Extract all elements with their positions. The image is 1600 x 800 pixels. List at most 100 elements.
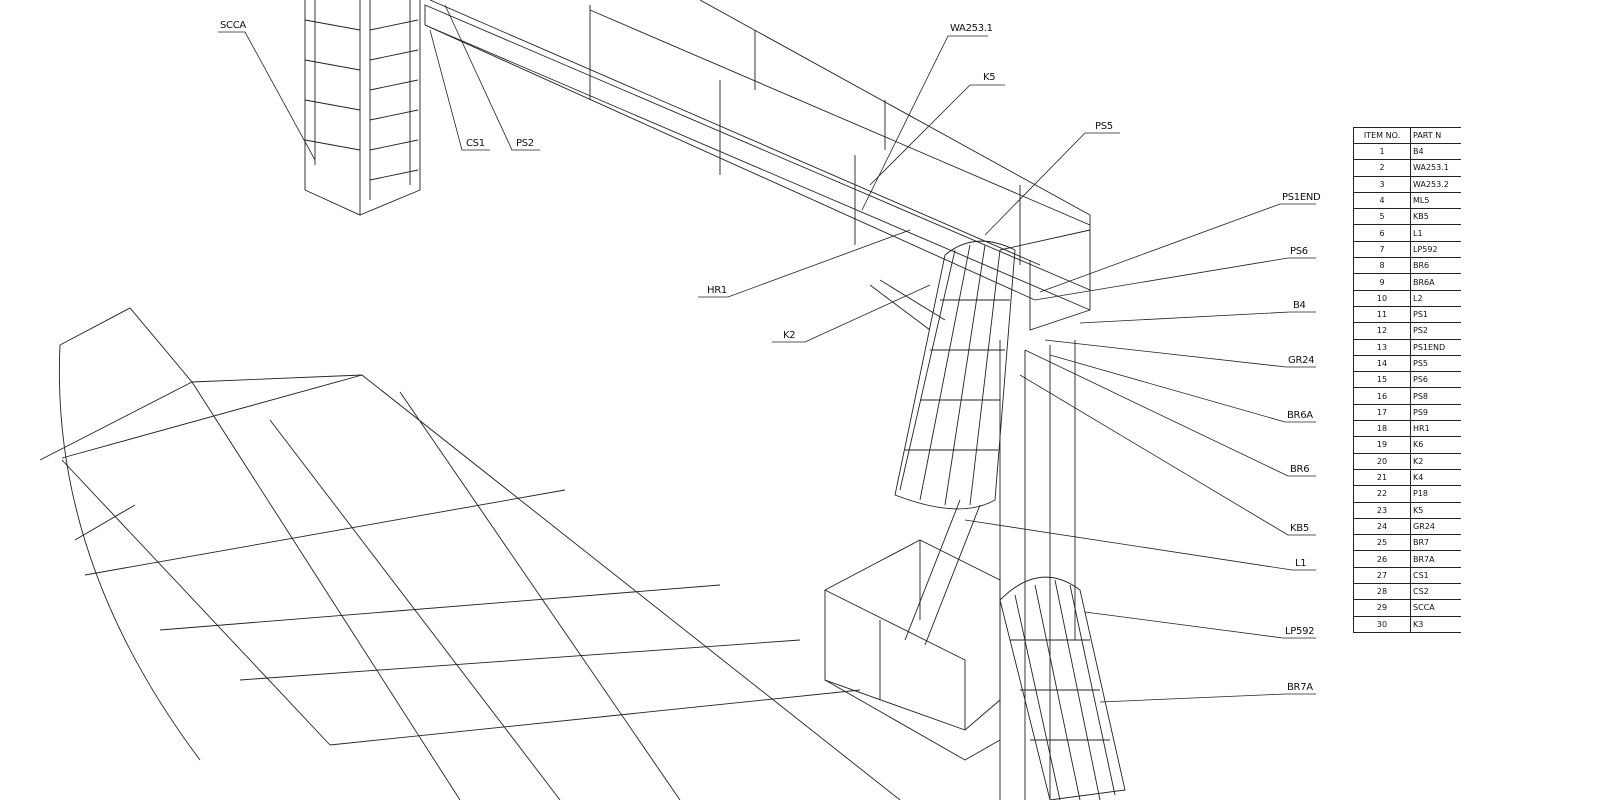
bom-item-no: 20 <box>1353 452 1411 470</box>
callout-b4: B4 <box>1293 300 1306 311</box>
bom-part-no: PS1 <box>1410 305 1466 324</box>
bom-part-no: PS8 <box>1410 387 1466 405</box>
callout-lp592: LP592 <box>1285 626 1315 637</box>
callout-l1: L1 <box>1295 558 1307 569</box>
callout-ps2: PS2 <box>516 138 534 149</box>
bom-item-no: 2 <box>1353 159 1411 177</box>
callout-br7a: BR7A <box>1287 682 1313 693</box>
roof-deck-outline <box>39 307 901 800</box>
callout-ps6: PS6 <box>1290 246 1308 257</box>
sheet-edge-clip <box>1461 120 1600 650</box>
caged-ladder-upper <box>894 240 1016 646</box>
bom-item-no: 21 <box>1353 468 1411 487</box>
bom-part-no: WA253.2 <box>1410 175 1466 193</box>
bom-item-no: 16 <box>1353 387 1411 405</box>
bom-item-no: 15 <box>1353 371 1411 389</box>
bom-item-no: 18 <box>1353 420 1411 438</box>
bom-part-no: BR7A <box>1410 550 1466 568</box>
bom-item-no: 9 <box>1353 273 1411 291</box>
bom-part-no: HR1 <box>1410 420 1466 438</box>
bom-item-no: 23 <box>1353 501 1411 519</box>
bom-part-no: CS1 <box>1410 566 1466 585</box>
callout-k5: K5 <box>983 72 996 83</box>
leader-lines <box>218 4 1316 703</box>
column <box>999 340 1076 800</box>
bom-item-no: 28 <box>1353 583 1411 601</box>
bom-part-no: GR24 <box>1410 517 1466 536</box>
callout-gr24: GR24 <box>1288 355 1315 366</box>
bom-part-no: B4 <box>1410 142 1466 161</box>
bom-item-no: 13 <box>1353 338 1411 356</box>
bom-item-no: 3 <box>1353 175 1411 193</box>
bom-item-no: 25 <box>1353 534 1411 552</box>
bom-part-no: P18 <box>1410 485 1466 503</box>
callout-k2: K2 <box>783 330 796 341</box>
bom-part-no: K6 <box>1410 436 1466 454</box>
bom-part-no: BR7 <box>1410 534 1466 552</box>
callout-kb5: KB5 <box>1290 523 1309 534</box>
callout-ps5: PS5 <box>1095 121 1113 132</box>
bom-part-no: WA253.1 <box>1410 159 1466 177</box>
bom-part-no: PS5 <box>1410 354 1466 373</box>
bom-item-no: 24 <box>1353 517 1411 536</box>
bom-item-no: 12 <box>1353 322 1411 340</box>
bom-item-no: 22 <box>1353 485 1411 503</box>
bom-item-no: 19 <box>1353 436 1411 454</box>
bom-item-no: 14 <box>1353 354 1411 373</box>
bom-item-no: 11 <box>1353 305 1411 324</box>
callout-br6a: BR6A <box>1287 410 1313 421</box>
bom-header-row: ITEM NO. PART N <box>1353 127 1466 144</box>
ladder-tower-left <box>304 0 421 216</box>
bom-item-no: 29 <box>1353 599 1411 617</box>
bom-part-no: LP592 <box>1410 240 1466 259</box>
callout-cs1: CS1 <box>466 138 485 149</box>
callout-ps1end: PS1END <box>1282 192 1321 203</box>
bom-item-no: 26 <box>1353 550 1411 568</box>
bom-item-no: 17 <box>1353 403 1411 422</box>
callout-wa253-1: WA253.1 <box>950 23 993 34</box>
bom-part-no: PS9 <box>1410 403 1466 422</box>
bom-part-no: K3 <box>1410 615 1466 633</box>
landing-platform <box>824 539 1001 761</box>
bom-part-no: K2 <box>1410 452 1466 470</box>
bom-item-no: 10 <box>1353 289 1411 307</box>
bom-part-no: PS2 <box>1410 322 1466 340</box>
callout-hr1: HR1 <box>707 285 727 296</box>
caged-ladder-lower <box>999 576 1126 800</box>
bom-item-no: 30 <box>1353 615 1411 633</box>
bom-part-no: ML5 <box>1410 191 1466 210</box>
bom-item-no: 8 <box>1353 257 1411 275</box>
bom-header-item-no: ITEM NO. <box>1353 127 1411 144</box>
bom-part-no: BR6A <box>1410 273 1466 291</box>
bom-item-no: 6 <box>1353 224 1411 242</box>
walkway <box>424 0 1091 331</box>
bom-part-no: CS2 <box>1410 583 1466 601</box>
callout-br6: BR6 <box>1290 464 1310 475</box>
